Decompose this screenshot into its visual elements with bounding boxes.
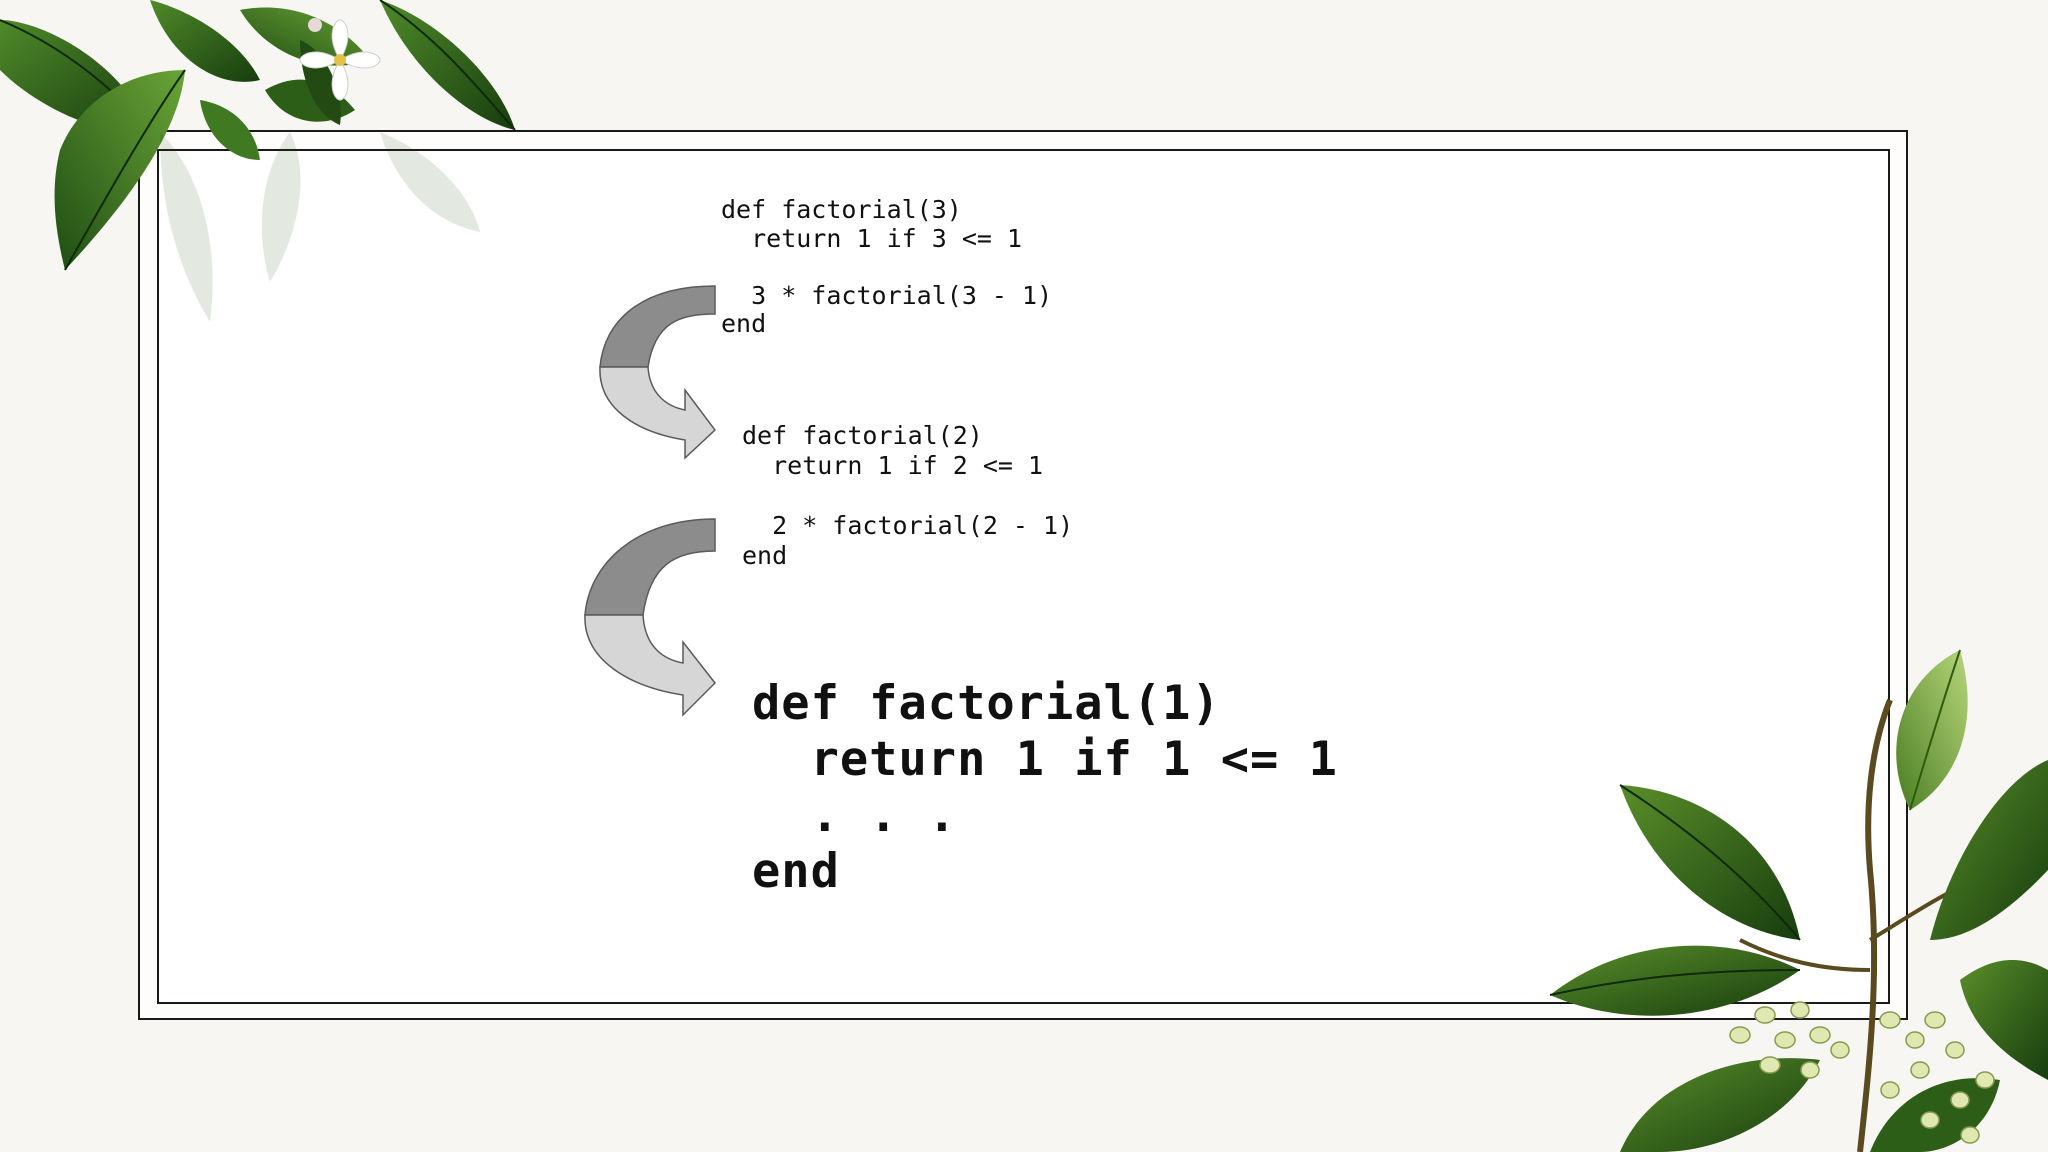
code-line: end (742, 541, 1073, 571)
code-line: . . . (752, 788, 1338, 844)
code-line: ​ (742, 481, 1073, 511)
code-line: ​ (721, 253, 1052, 282)
code-line: end (752, 844, 1338, 900)
curved-arrow-1-icon (590, 282, 720, 462)
leaf-branch-bottom-right-icon (1540, 640, 2048, 1152)
code-block-factorial-3: def factorial(3) return 1 if 3 <= 1​ 3 *… (721, 196, 1052, 339)
code-line: return 1 if 3 <= 1 (721, 225, 1052, 254)
faded-leaf-overlay-icon (140, 132, 540, 332)
code-line: def factorial(3) (721, 196, 1052, 225)
code-line: def factorial(2) (742, 421, 1073, 451)
code-line: 3 * factorial(3 - 1) (721, 282, 1052, 311)
code-line: return 1 if 1 <= 1 (752, 732, 1338, 788)
code-block-factorial-1: def factorial(1) return 1 if 1 <= 1 . . … (752, 676, 1338, 900)
code-line: 2 * factorial(2 - 1) (742, 511, 1073, 541)
code-line: return 1 if 2 <= 1 (742, 451, 1073, 481)
code-line: end (721, 310, 1052, 339)
code-line: def factorial(1) (752, 676, 1338, 732)
curved-arrow-2-icon (575, 515, 725, 720)
code-block-factorial-2: def factorial(2) return 1 if 2 <= 1​ 2 *… (742, 421, 1073, 571)
